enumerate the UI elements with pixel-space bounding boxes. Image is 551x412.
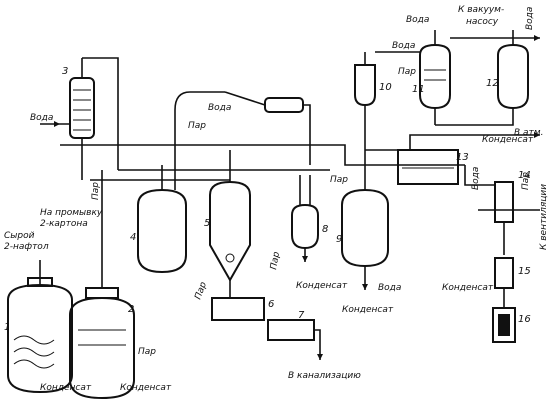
number-8: 8 bbox=[322, 224, 328, 235]
number-6: 6 bbox=[268, 299, 274, 310]
stream-labels: Вода На промывку 2-картона Сырой 2-нафто… bbox=[4, 5, 543, 393]
number-5: 5 bbox=[204, 218, 210, 229]
label-na-promyvku-1: На промывку bbox=[40, 208, 103, 218]
label-v-kanalizatsiyu: В канализацию bbox=[288, 371, 361, 381]
reactor-4 bbox=[137, 91, 225, 274]
tank-13 bbox=[397, 149, 459, 185]
label-voda-top: Вода bbox=[208, 103, 231, 113]
label-kondensat-14: Конденсат bbox=[442, 283, 494, 293]
label-voda-left: Вода bbox=[30, 113, 53, 123]
tank-6 bbox=[211, 297, 265, 321]
label-kondensat-1: Конденсат bbox=[40, 383, 92, 393]
tank-7 bbox=[267, 319, 321, 360]
label-kondensat-8: Конденсат bbox=[296, 281, 348, 291]
label-v-atm: В атм. bbox=[514, 128, 543, 138]
label-kondensat-11: Конденсат bbox=[482, 135, 534, 145]
unit-16 bbox=[492, 307, 516, 343]
label-par-2: Пар bbox=[138, 347, 156, 357]
number-4: 4 bbox=[130, 232, 136, 243]
label-par-3: Пар bbox=[91, 182, 101, 200]
label-syroy-2: 2-нафтол bbox=[4, 242, 49, 252]
number-16: 16 bbox=[518, 314, 531, 325]
label-par-top: Пар bbox=[188, 121, 206, 131]
reactor-8 bbox=[291, 175, 319, 262]
number-14: 14 bbox=[518, 170, 531, 181]
pipe-network bbox=[60, 37, 540, 186]
label-kondensat-9: Конденсат bbox=[342, 305, 394, 315]
unit-15 bbox=[494, 257, 514, 308]
reactor-2 bbox=[69, 170, 135, 400]
reactor-1 bbox=[7, 260, 73, 394]
label-k-vakuum-2: насосу bbox=[466, 17, 499, 27]
label-voda-10: Вода bbox=[392, 41, 415, 51]
reactor-9 bbox=[341, 150, 389, 290]
number-15: 15 bbox=[518, 266, 531, 277]
label-voda-11: Вода bbox=[406, 15, 429, 25]
horizontal-condenser bbox=[224, 91, 311, 165]
vessel-10 bbox=[354, 52, 376, 150]
number-2: 2 bbox=[128, 304, 134, 315]
label-k-ventilyatsii: К вентиляции bbox=[539, 184, 549, 250]
number-3: 3 bbox=[62, 66, 68, 77]
number-10: 10 bbox=[379, 82, 392, 93]
number-1: 1 bbox=[4, 322, 10, 333]
label-na-promyvku-2: 2-картона bbox=[40, 219, 88, 229]
number-9: 9 bbox=[336, 234, 342, 245]
label-par-6: Пар bbox=[269, 251, 282, 271]
unit-14 bbox=[478, 181, 540, 255]
flow-arrows bbox=[54, 35, 540, 360]
label-par-8: Пар bbox=[330, 175, 348, 185]
label-par-10: Пар bbox=[398, 67, 416, 77]
label-voda-9: Вода bbox=[378, 283, 401, 293]
vessel-11 bbox=[419, 30, 451, 125]
label-par-5: Пар bbox=[193, 280, 209, 301]
number-12: 12 bbox=[486, 78, 499, 89]
vessel-5 bbox=[209, 150, 251, 298]
label-voda-13: Вода bbox=[471, 167, 481, 190]
vessel-12 bbox=[435, 30, 529, 126]
label-voda-12: Вода bbox=[525, 7, 535, 30]
label-kondensat-2: Конденсат bbox=[120, 383, 172, 393]
number-11: 11 bbox=[412, 84, 425, 95]
label-syroy-1: Сырой bbox=[4, 231, 35, 241]
vertical-labels: Пар Пар Пар Вода Вода Пар К вентиляции bbox=[91, 7, 549, 301]
equipment-number-labels: 1 2 3 4 5 6 7 8 9 10 11 12 13 14 15 16 bbox=[4, 66, 531, 333]
label-par-14: Пар bbox=[521, 172, 531, 190]
number-7: 7 bbox=[298, 310, 305, 321]
number-13: 13 bbox=[456, 152, 469, 163]
label-k-vakuum-1: К вакуум- bbox=[458, 5, 504, 15]
